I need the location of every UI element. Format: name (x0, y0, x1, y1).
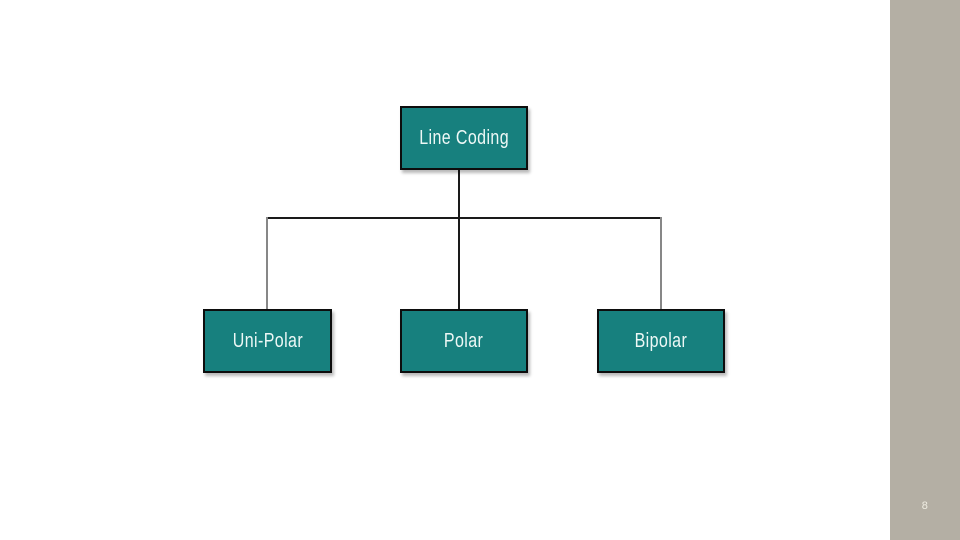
side-stripe: 8 (890, 0, 960, 540)
node-uni-polar: Uni-Polar (203, 309, 332, 373)
node-polar: Polar (400, 309, 528, 373)
node-uni-polar-label: Uni-Polar (232, 329, 303, 352)
connector-left-vertical (266, 217, 268, 309)
node-bipolar: Bipolar (597, 309, 725, 373)
node-polar-label: Polar (444, 329, 484, 352)
connector-trunk-vertical (458, 170, 460, 309)
node-bipolar-label: Bipolar (634, 329, 688, 352)
node-line-coding: Line Coding (400, 106, 528, 170)
page-number: 8 (921, 500, 929, 512)
connector-horizontal (266, 217, 662, 219)
connector-right-vertical (660, 217, 662, 309)
node-line-coding-label: Line Coding (419, 126, 509, 149)
